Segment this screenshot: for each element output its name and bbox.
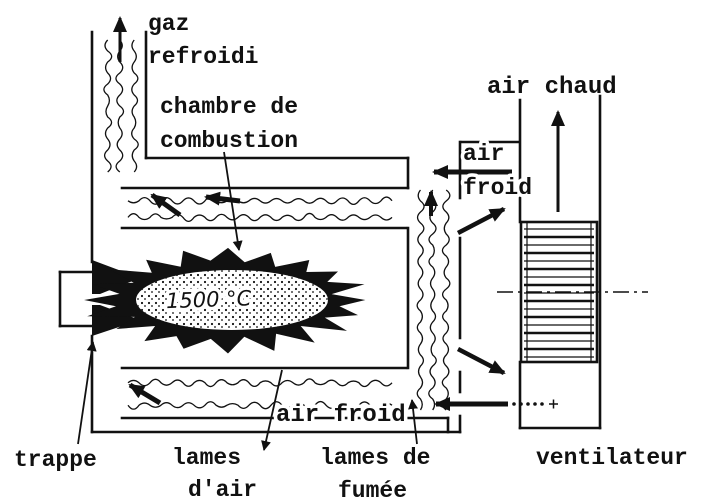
- labels: gaz refroidi chambre de combustion air c…: [14, 11, 688, 504]
- flame: [84, 247, 366, 354]
- flow-arrows: [113, 16, 565, 411]
- label-air-froid-right-line2: froid: [463, 175, 532, 201]
- smoke-squiggle: [127, 196, 393, 205]
- transfer-bottom-arrow: [456, 347, 506, 375]
- smoke-chimney-arrow: [150, 192, 182, 218]
- lower-channel-arrow: [128, 382, 162, 406]
- trail-plus: [549, 399, 558, 409]
- label-air-chaud: air chaud: [487, 74, 617, 101]
- smoke-squiggle: [103, 39, 113, 173]
- label-lames-air-line1: lames: [172, 445, 241, 471]
- smoke-squiggles: [103, 39, 451, 411]
- lames-air-leader: [261, 369, 283, 451]
- smoke-squiggle: [441, 189, 451, 411]
- smoke-squiggle: [127, 212, 393, 222]
- trail-dot: [519, 402, 523, 406]
- trail-dot: [540, 402, 544, 406]
- leader-lines: [77, 151, 418, 451]
- furnace-walls: [58, 30, 602, 434]
- label-trappe: trappe: [14, 447, 97, 473]
- label-gaz-refroidi-line2: refroidi: [148, 44, 258, 70]
- ventilateur-fan: [497, 220, 648, 364]
- trail-dot: [533, 402, 537, 406]
- smoke-squiggle: [127, 400, 393, 410]
- label-air-froid-right-line1: air: [463, 141, 504, 167]
- label-lames-fumee-line1: lames de: [320, 445, 430, 471]
- lames-fumee-leader: [408, 399, 418, 445]
- label-chambre-line2: combustion: [160, 128, 298, 154]
- transfer-top-arrow: [456, 207, 506, 235]
- smoke-squiggle: [416, 189, 425, 411]
- label-ventilateur: ventilateur: [536, 445, 688, 471]
- label-temperature: 1500 °C: [166, 286, 252, 313]
- smoke-squiggle: [127, 378, 393, 388]
- smoke-squiggle: [428, 189, 437, 411]
- label-air-froid-bottom: air froid: [276, 402, 406, 429]
- fan-blade-lines: [524, 228, 594, 358]
- chamber-leader: [223, 151, 243, 251]
- label-gaz-refroidi-line1: gaz: [148, 11, 189, 37]
- label-lames-fumee-line2: fumée: [338, 478, 407, 504]
- smoke-squiggle: [131, 39, 139, 173]
- label-chambre-line1: chambre de: [160, 94, 298, 120]
- trail-dot: [526, 402, 530, 406]
- label-lames-air-line2: d'air: [188, 477, 257, 503]
- trappe-leader: [77, 341, 97, 445]
- smoke-left-arrow: [204, 191, 241, 206]
- flame-stipple: [136, 270, 328, 330]
- trail-dot: [512, 402, 516, 406]
- air-froid-dotted-trail: [512, 399, 558, 409]
